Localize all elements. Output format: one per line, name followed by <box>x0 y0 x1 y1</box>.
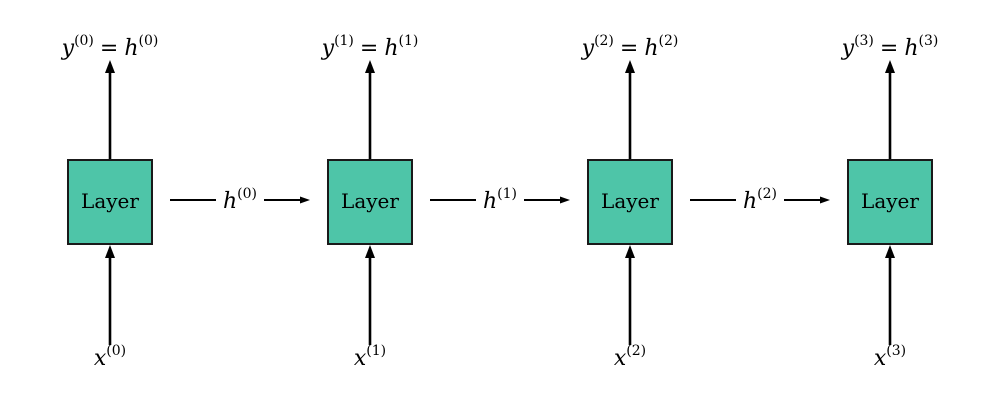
layer-label-2: Layer <box>601 189 659 213</box>
input-label-0: x(0) <box>94 343 126 371</box>
hidden-connection-2: h(2) <box>690 186 830 214</box>
hidden-arrowhead-1 <box>560 196 570 204</box>
hidden-connection-0: h(0) <box>170 186 310 214</box>
output-arrowhead-3 <box>885 60 895 73</box>
time-step-0: Layer y(0)=h(0) x(0) <box>61 33 159 371</box>
hidden-label-2: h(2) <box>743 186 777 214</box>
output-label-2: y(2)=h(2) <box>581 33 679 61</box>
time-step-1: Layer y(1)=h(1) x(1) <box>321 33 419 371</box>
input-arrowhead-0 <box>105 245 115 258</box>
layer-box-1 <box>327 159 413 245</box>
output-label-1: y(1)=h(1) <box>321 33 419 61</box>
hidden-connection-1: h(1) <box>430 186 570 214</box>
output-arrowhead-1 <box>365 60 375 73</box>
layer-box-2 <box>587 159 673 245</box>
output-label-3: y(3)=h(3) <box>841 33 939 61</box>
time-step-3: Layer y(3)=h(3) x(3) <box>841 33 939 371</box>
input-arrowhead-1 <box>365 245 375 258</box>
time-step-2: Layer y(2)=h(2) x(2) <box>581 33 679 371</box>
input-label-1: x(1) <box>354 343 386 371</box>
hidden-arrowhead-2 <box>820 196 830 204</box>
hidden-label-0: h(0) <box>223 186 257 214</box>
layer-label-3: Layer <box>861 189 919 213</box>
input-label-3: x(3) <box>874 343 906 371</box>
hidden-label-1: h(1) <box>483 186 517 214</box>
layer-label-1: Layer <box>341 189 399 213</box>
output-arrowhead-2 <box>625 60 635 73</box>
layer-label-0: Layer <box>81 189 139 213</box>
layer-box-3 <box>847 159 933 245</box>
input-label-2: x(2) <box>614 343 646 371</box>
hidden-arrowhead-0 <box>300 196 310 204</box>
input-arrowhead-2 <box>625 245 635 258</box>
output-label-0: y(0)=h(0) <box>61 33 159 61</box>
input-arrowhead-3 <box>885 245 895 258</box>
output-arrowhead-0 <box>105 60 115 73</box>
layer-box-0 <box>67 159 153 245</box>
